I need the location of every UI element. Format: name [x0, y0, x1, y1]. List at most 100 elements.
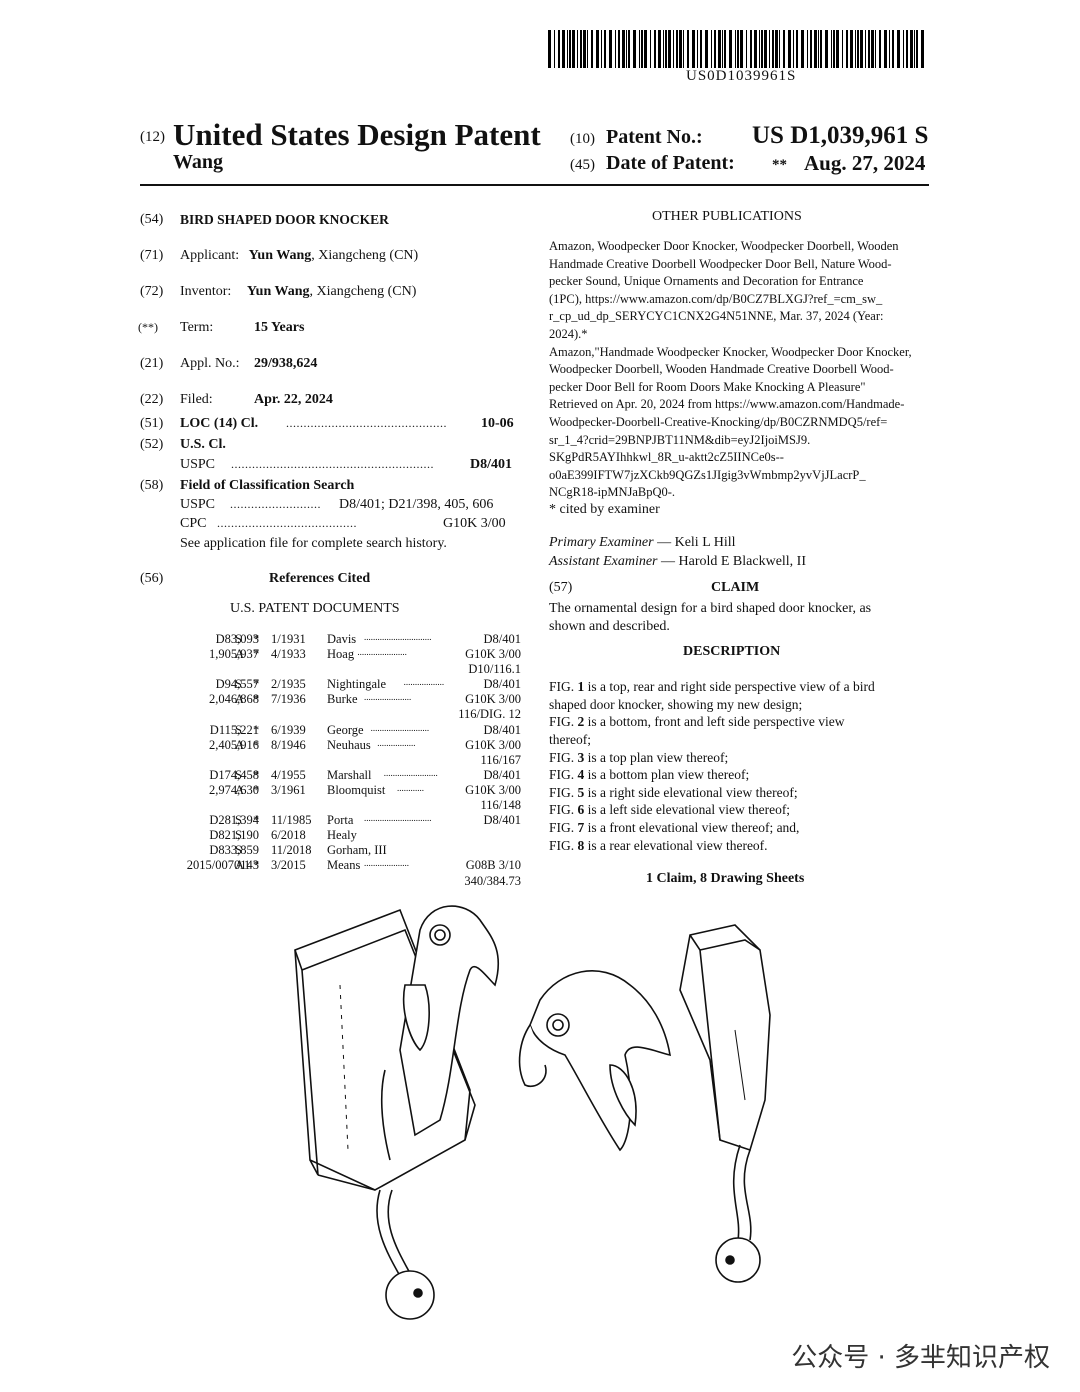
publication-line: SKgPdR5AYIhhkwl_8R_u-aktt2cZ5IINCe0s-- [549, 450, 784, 465]
description-heading: DESCRIPTION [683, 644, 781, 659]
uscl-label: U.S. Cl. [180, 437, 226, 452]
figure-text: is a top plan view thereof; [584, 750, 729, 765]
barcode-bar [714, 30, 716, 68]
uscl-code: (52) [140, 437, 164, 452]
inventor-location: , Xiangcheng (CN) [309, 284, 417, 299]
reference-class: G10K 3/00 [465, 782, 521, 797]
assistant-examiner-label: Assistant Examiner [549, 554, 658, 569]
field-cpc-value: G10K 3/00 [443, 516, 506, 531]
reference-cited-mark: * [253, 858, 260, 873]
reference-name: Burke [327, 692, 358, 707]
barcode-bar [921, 30, 924, 68]
reference-class: G10K 3/00 [465, 647, 521, 662]
reference-class: G10K 3/00 [465, 737, 521, 752]
other-publications: Amazon, Woodpecker Door Knocker, Woodpec… [549, 238, 928, 502]
reference-class: 340/384.73 [464, 873, 521, 888]
field-uspc-leader: .......................... [230, 497, 321, 511]
loc-label: LOC (14) Cl. [180, 416, 259, 431]
barcode-bar [793, 30, 794, 68]
barcode-bar [658, 30, 661, 68]
barcode-bar [916, 30, 918, 68]
reference-leader: .............................. [364, 632, 432, 642]
barcode-bar [897, 30, 900, 68]
reference-date: 8/1946 [271, 737, 306, 752]
barcode-bar [746, 30, 747, 68]
left-knocker-figure [294, 905, 500, 1320]
reference-cited-mark: * [253, 813, 260, 828]
reference-kind: S [235, 767, 242, 782]
publication-line: Woodpecker-Doorbell-Creative-Knocking/dp… [549, 414, 888, 429]
publication-line: (1PC), https://www.amazon.com/dp/B0CZ7BL… [549, 291, 883, 306]
reference-leader: .............................. [364, 813, 432, 824]
barcode-bar [722, 30, 723, 68]
figure-text: is a rear elevational view thereof. [584, 838, 768, 853]
barcode-bar [737, 30, 739, 68]
figure-text: is a front elevational view thereof; and… [584, 820, 800, 835]
reference-leader: ............ [397, 782, 424, 793]
barcode-bar [618, 30, 620, 68]
barcode-bar [764, 30, 767, 68]
barcode-bar [761, 30, 763, 68]
reference-class: D10/116.1 [468, 662, 521, 677]
reference-date: 1/1931 [271, 632, 306, 646]
reference-class: D8/401 [483, 677, 522, 692]
reference-class: G10K 3/00 [465, 692, 521, 707]
barcode-bar [910, 30, 913, 68]
barcode-bar [601, 30, 602, 68]
primary-examiner-name: — Keli L Hill [653, 535, 736, 550]
claim-line: The ornamental design for a bird shaped … [549, 601, 872, 616]
field-cpc-leader: ........................................ [217, 516, 357, 530]
figure-number: 1 [577, 679, 585, 694]
reference-date: 4/1933 [271, 647, 306, 662]
reference-class: D8/401 [483, 813, 522, 828]
barcode-bar [796, 30, 798, 68]
figure-prefix: FIG. [549, 802, 578, 817]
publication-line: pecker Sound, Unique Ornaments and Decor… [549, 274, 864, 289]
reference-cited-mark: * [253, 722, 260, 737]
reference-number: D833,859 [209, 843, 259, 858]
applicant-code: (71) [140, 248, 164, 263]
inventor-label: Inventor: [180, 284, 232, 299]
barcode-bar [548, 30, 551, 68]
figure-text: is a bottom plan view thereof; [584, 767, 750, 782]
applicant-label: Applicant: [180, 248, 240, 263]
primary-examiner-label: Primary Examiner [549, 535, 654, 550]
reference-date: 3/1961 [271, 782, 306, 797]
claim-heading: CLAIM [711, 580, 760, 595]
refs-subheading: U.S. PATENT DOCUMENTS [230, 601, 400, 616]
reference-name: Bloomquist [327, 782, 386, 797]
reference-number: D821,190 [209, 828, 259, 843]
barcode-bar [833, 30, 835, 68]
barcode-bar [825, 30, 828, 68]
barcode-bar [705, 30, 708, 68]
barcode-bar [641, 30, 643, 68]
reference-class: 116/DIG. 12 [458, 707, 521, 722]
publication-line: 2024).* [549, 326, 588, 341]
figure-number: 3 [577, 750, 585, 765]
barcode-bar [676, 30, 678, 68]
reference-number: D115,221 [209, 722, 259, 737]
loc-code: (51) [140, 416, 164, 431]
reference-kind: S [235, 828, 242, 843]
refs-label: References Cited [269, 571, 371, 586]
barcode-bar [692, 30, 695, 68]
reference-cited-mark: * [253, 647, 260, 662]
appl-code: (21) [140, 356, 164, 371]
assistant-examiner-name: — Harold E Blackwell, II [657, 554, 807, 569]
barcode-bar [604, 30, 606, 68]
publication-line: Amazon,"Handmade Woodpecker Knocker, Woo… [549, 344, 912, 359]
barcode-bar [740, 30, 743, 68]
barcode-bar [729, 30, 732, 68]
field-label: Field of Classification Search [180, 478, 355, 493]
barcode-bar [783, 30, 785, 68]
figure-description-line: shaped door knocker, showing my new desi… [549, 697, 802, 713]
barcode-bar [718, 30, 721, 68]
figure-prefix: FIG. [549, 785, 578, 800]
publication-line: Amazon, Woodpecker Door Knocker, Woodpec… [549, 239, 899, 253]
loc-leader: ........................................… [286, 416, 447, 430]
figure-description-line: FIG. 8 is a rear elevational view thereo… [549, 838, 768, 854]
